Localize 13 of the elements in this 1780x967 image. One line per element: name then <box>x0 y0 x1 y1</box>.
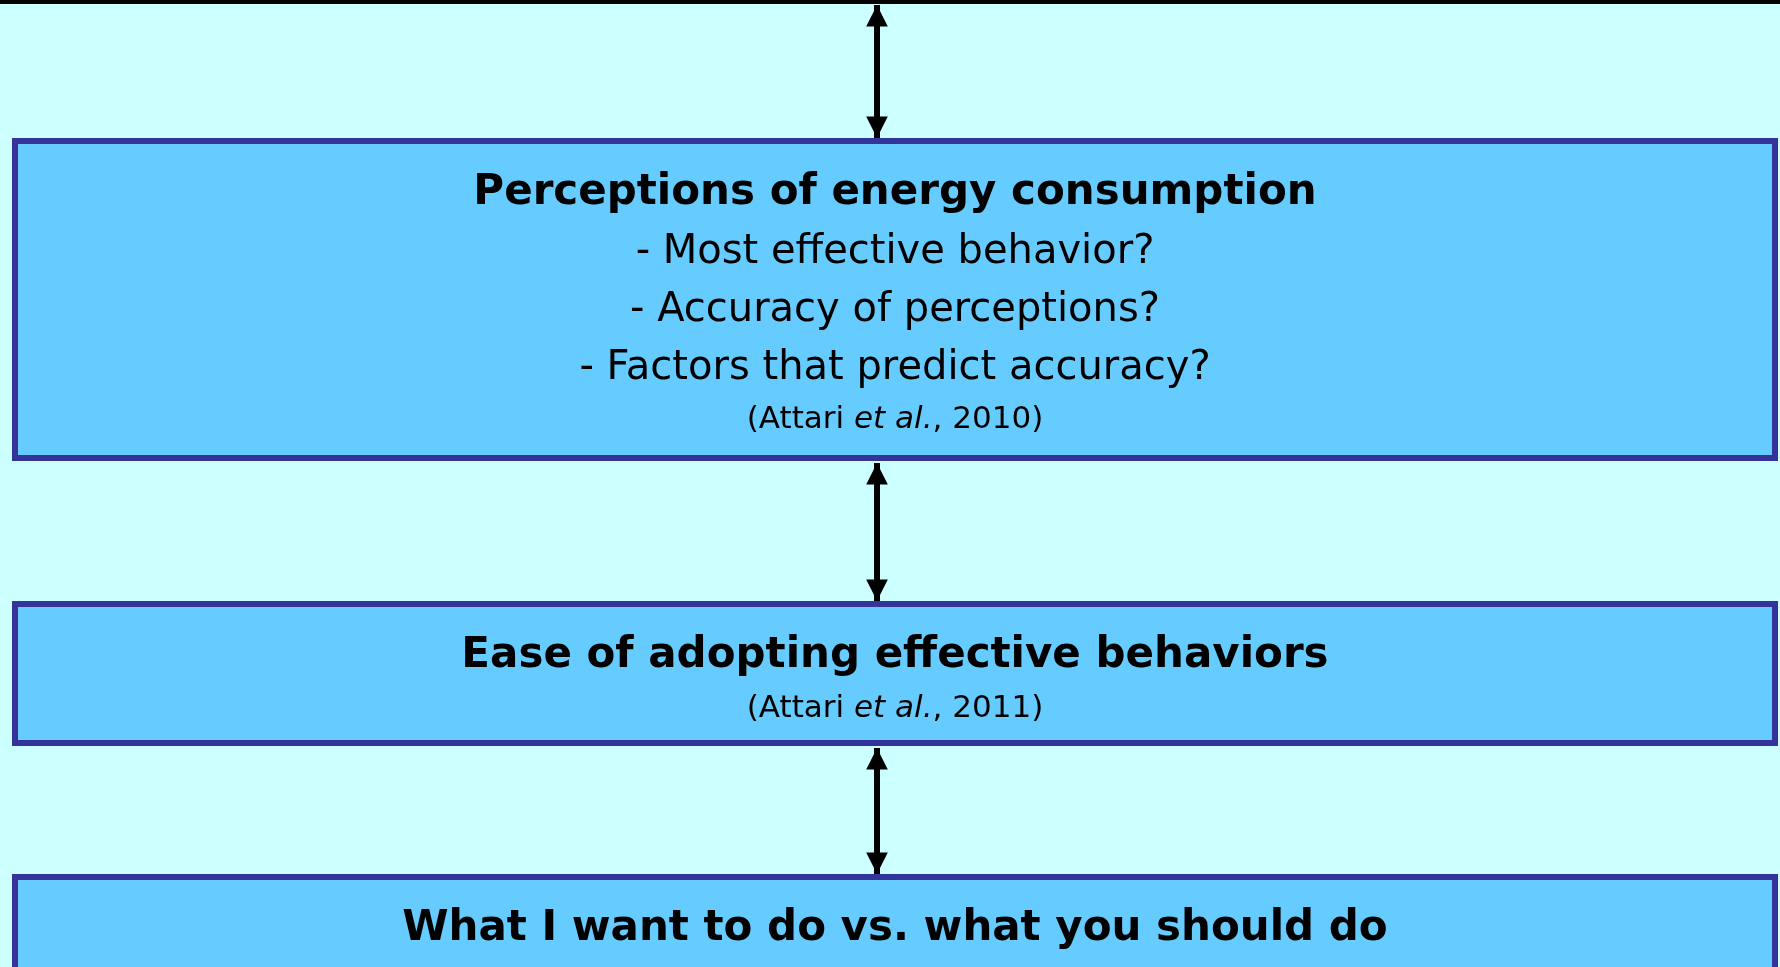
question-text: - Factors that predict accuracy? <box>579 341 1211 390</box>
double-arrow <box>866 748 888 874</box>
double-arrow <box>866 5 888 138</box>
citation-text: (Attari et al., 2010) <box>746 398 1044 437</box>
double-arrow <box>866 463 888 601</box>
process-box <box>12 138 1778 461</box>
citation-text: (Attari et al., 2011) <box>746 687 1044 726</box>
box-heading: Ease of adopting effective behaviors <box>461 627 1329 679</box>
question-text: - Most effective behavior? <box>635 225 1155 274</box>
question-text: - Accuracy of perceptions? <box>630 283 1160 332</box>
process-box <box>12 601 1778 746</box>
box-heading: Perceptions of energy consumption <box>473 164 1317 216</box>
box-heading: What I want to do vs. what you should do <box>402 900 1388 952</box>
